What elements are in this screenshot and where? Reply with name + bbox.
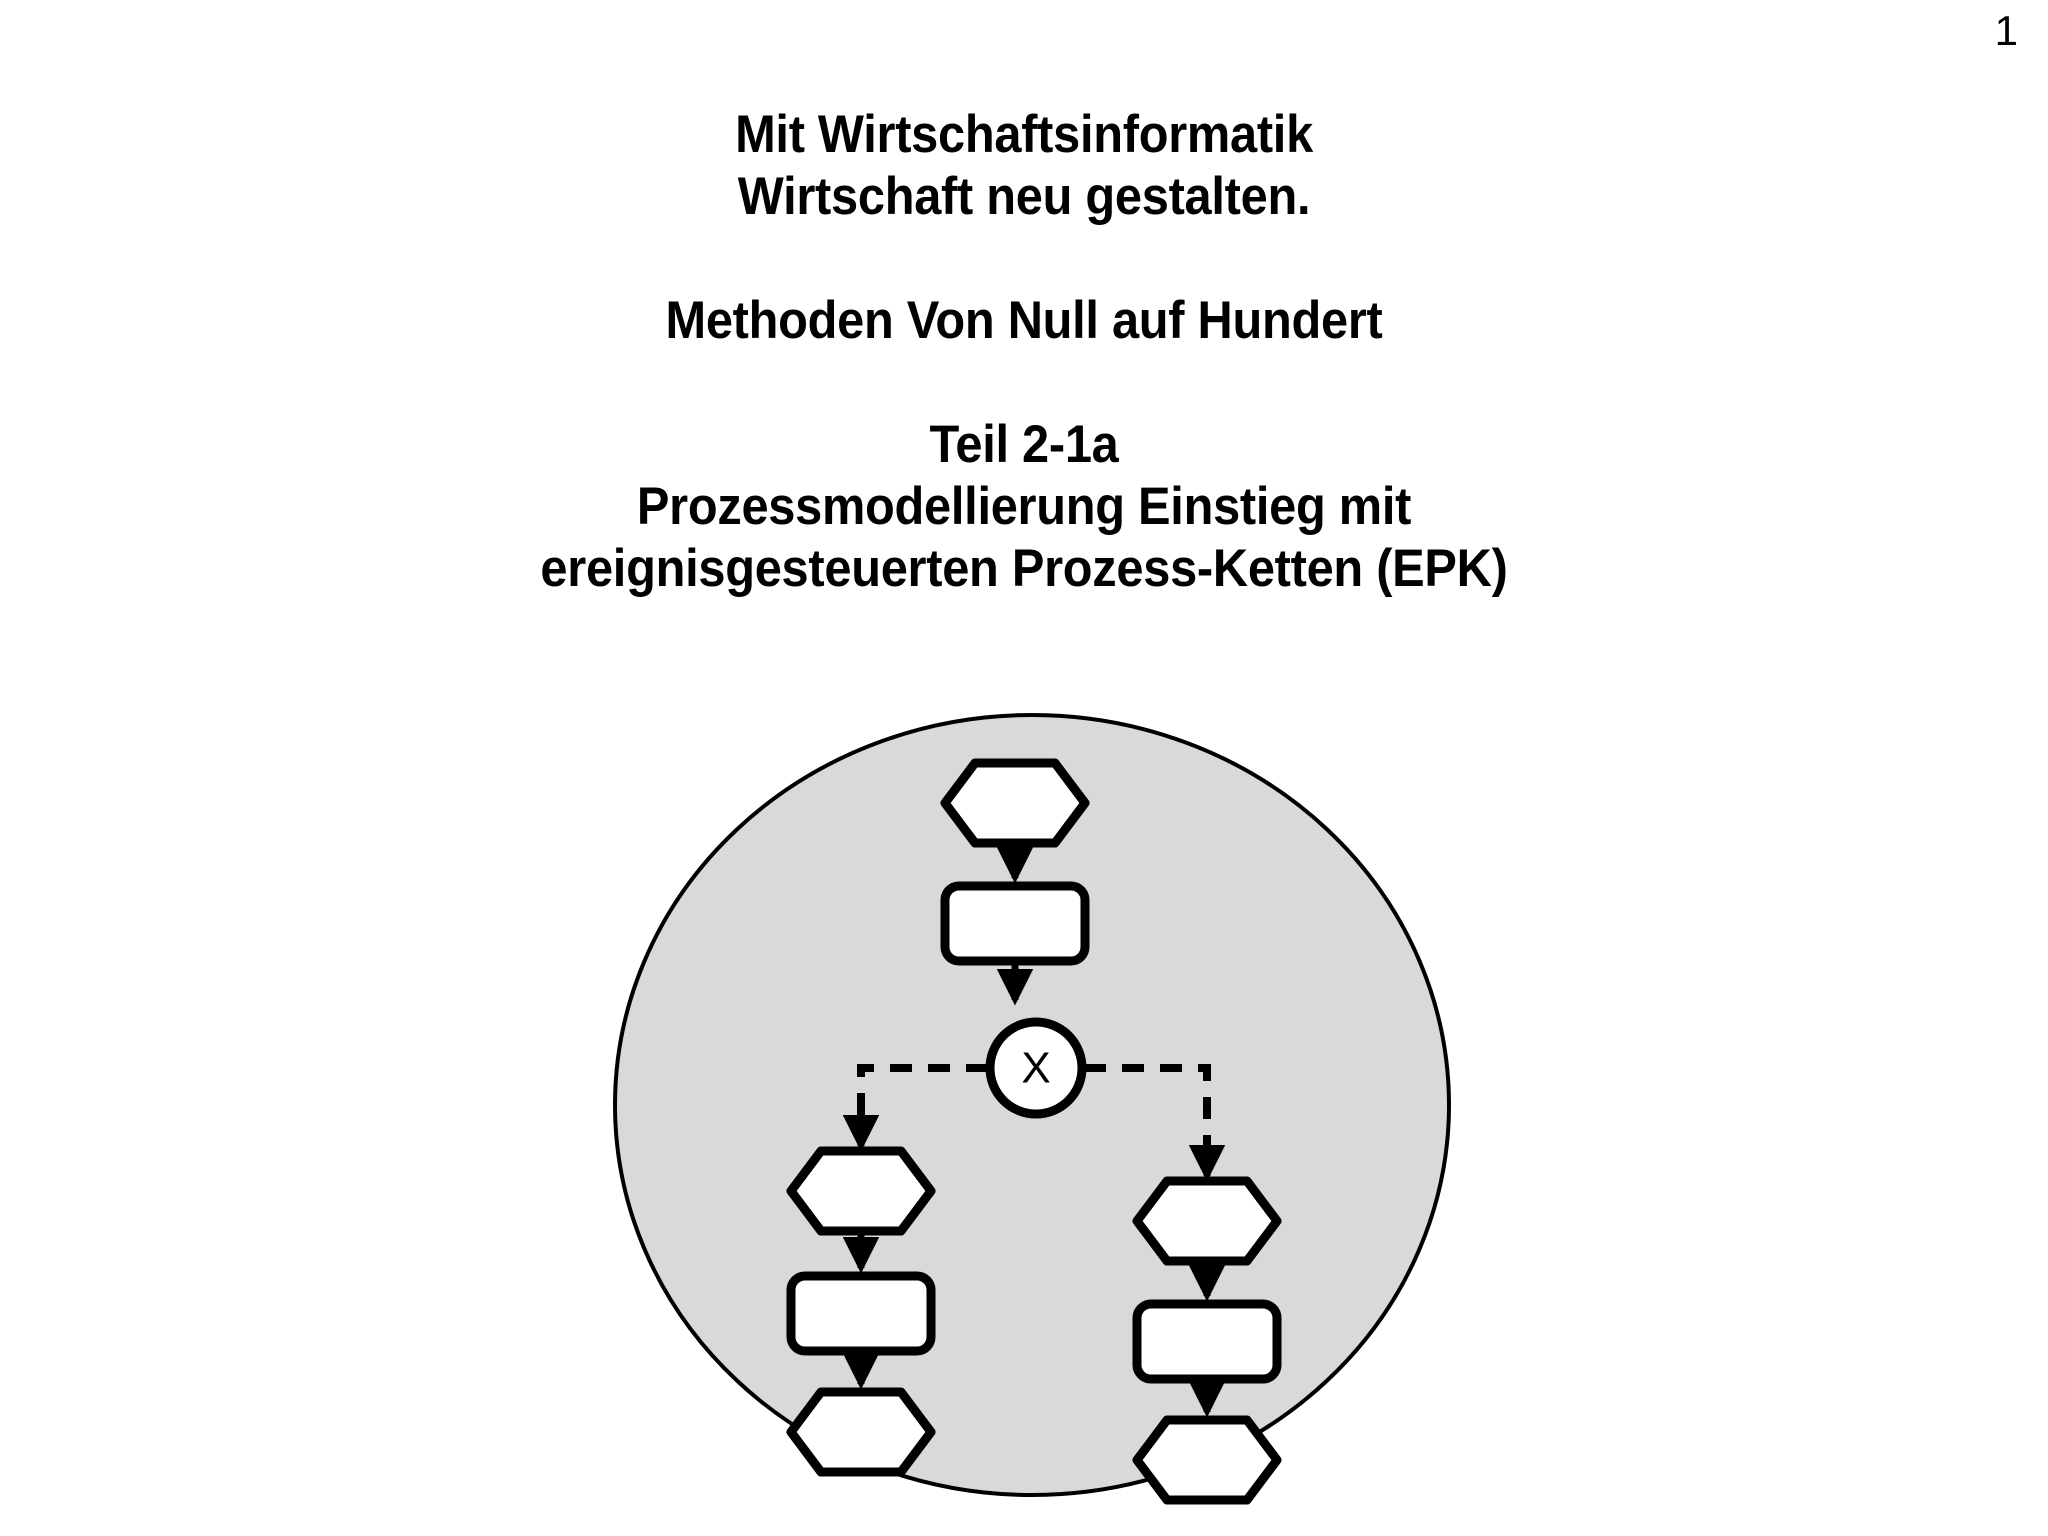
title-block: Mit Wirtschaftsinformatik Wirtschaft neu… — [0, 104, 2048, 600]
edge-xor-to-right-event-dashed — [1084, 1064, 1211, 1163]
title-line-1: Mit Wirtschaftsinformatik — [735, 105, 1313, 164]
function-1-box — [940, 881, 1090, 966]
start-event-hexagon — [940, 758, 1090, 848]
page-number: 1 — [1994, 7, 2018, 54]
title-line-5: Prozessmodellierung Einstieg mit — [636, 477, 1412, 536]
left-event-hexagon — [786, 1146, 936, 1236]
left-function-box — [786, 1271, 936, 1356]
title-line-2: Wirtschaft neu gestalten. — [737, 167, 1311, 226]
title-spacer-1 — [0, 228, 2048, 290]
xor-connector-circle — [985, 1017, 1087, 1119]
right-function-box — [1132, 1299, 1282, 1384]
edge-xor-to-left-event-dashed — [857, 1064, 988, 1133]
title-spacer-2 — [0, 352, 2048, 414]
title-line-6: ereignisgesteuerten Prozess-Ketten (EPK) — [540, 539, 1508, 598]
diagram-background-circle — [613, 713, 1451, 1497]
right-event-hexagon — [1132, 1176, 1282, 1266]
title-line-3: Methoden Von Null auf Hundert — [665, 291, 1383, 350]
right-end-event-hexagon — [1132, 1415, 1282, 1505]
left-end-event-hexagon — [786, 1387, 936, 1477]
xor-connector-label: X — [1021, 1044, 1050, 1093]
title-line-4: Teil 2-1a — [929, 415, 1119, 474]
